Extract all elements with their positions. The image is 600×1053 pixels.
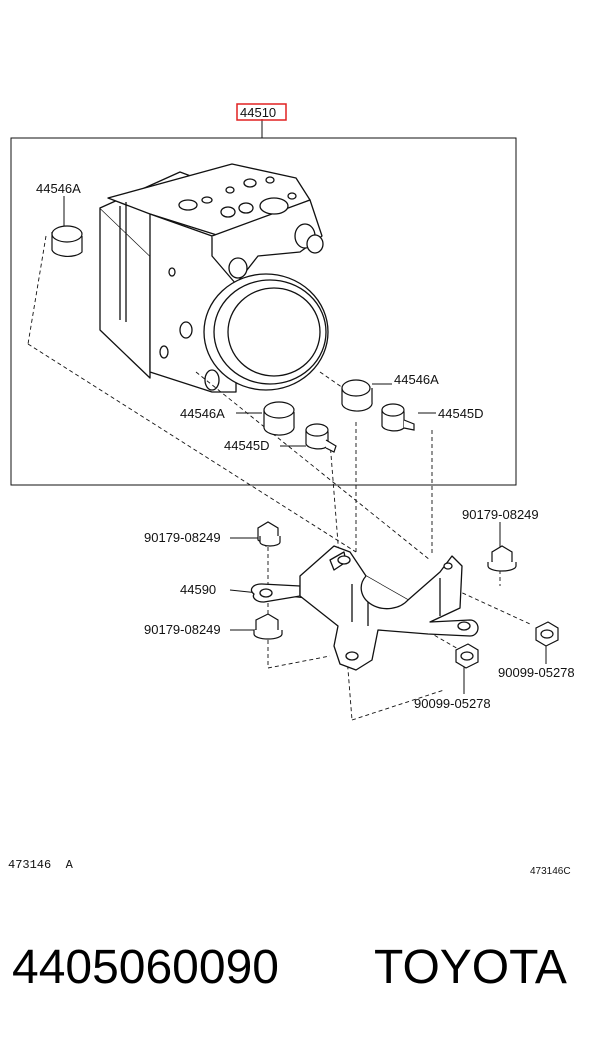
callout-44510[interactable]: 44510 xyxy=(240,105,276,120)
cushion-parts xyxy=(51,225,373,436)
assembly-highlight xyxy=(236,103,287,121)
callout-90179-08249-bottom-left[interactable]: 90179-08249 xyxy=(144,622,221,637)
callout-44545d-right[interactable]: 44545D xyxy=(438,406,484,421)
callout-44545d-left[interactable]: 44545D xyxy=(224,438,270,453)
abs-actuator xyxy=(99,163,329,393)
bracket-44590 xyxy=(250,545,479,671)
callout-90099-05278-bottom[interactable]: 90099-05278 xyxy=(414,696,491,711)
callout-44546a-left[interactable]: 44546A xyxy=(180,406,225,421)
brand-name: TOYOTA xyxy=(374,941,567,994)
part-number: 4405060090 xyxy=(12,941,279,994)
callout-90179-08249-top-right[interactable]: 90179-08249 xyxy=(462,507,539,522)
phantom-lines xyxy=(27,235,531,721)
assembly-frame xyxy=(10,137,517,486)
callout-90179-08249-top-left[interactable]: 90179-08249 xyxy=(144,530,221,545)
fasteners xyxy=(253,521,559,669)
diagram-code-left: 473146 A xyxy=(8,858,74,872)
callout-44546a-right[interactable]: 44546A xyxy=(394,372,439,387)
stud-parts xyxy=(305,403,415,453)
callout-44546a-top[interactable]: 44546A xyxy=(36,181,81,196)
diagram-code-right: 473146C xyxy=(530,866,571,877)
callout-90099-05278-right[interactable]: 90099-05278 xyxy=(498,665,575,680)
callout-44590[interactable]: 44590 xyxy=(180,582,216,597)
